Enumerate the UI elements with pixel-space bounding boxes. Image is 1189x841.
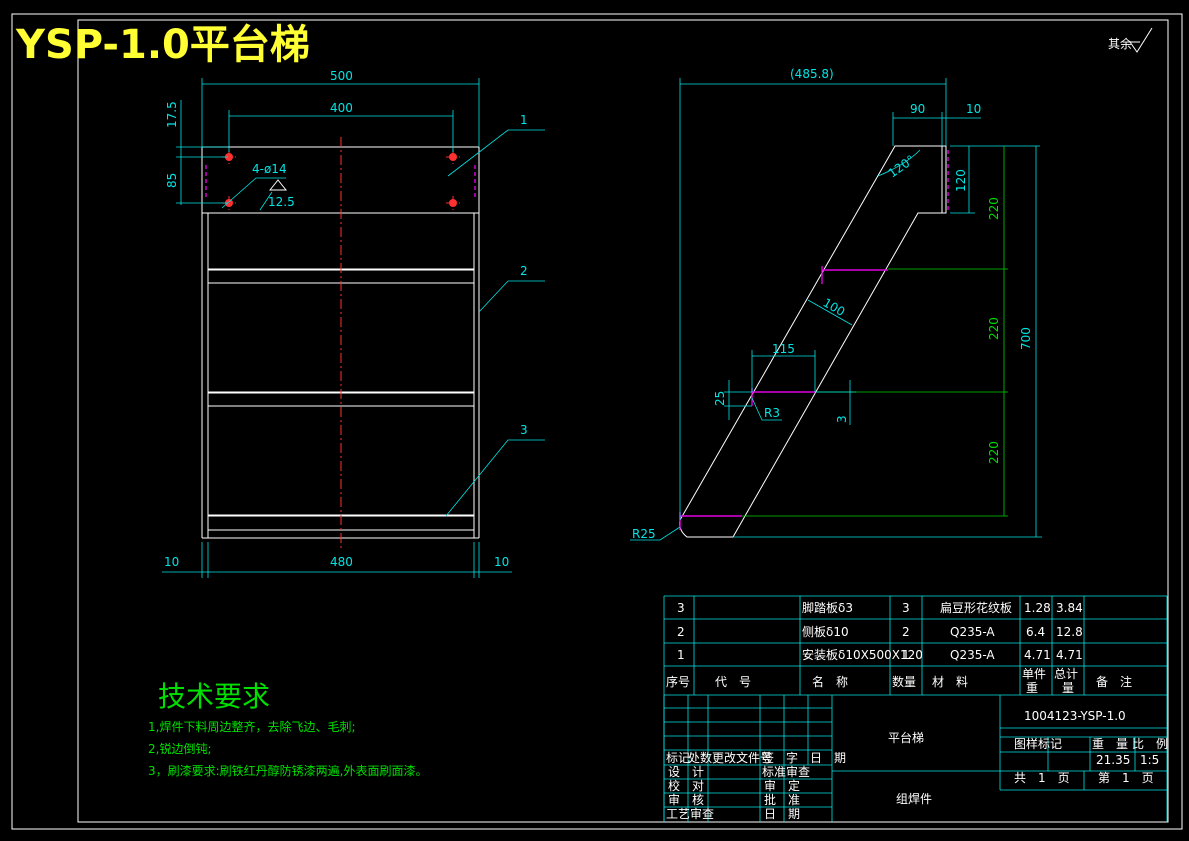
svg-text:设 计: 设 计 — [668, 765, 704, 779]
svg-text:日 期: 日 期 — [810, 751, 846, 765]
dim-90: 90 — [910, 102, 925, 116]
roughness-icon — [1129, 27, 1153, 53]
dim-220-a: 220 — [987, 197, 1001, 220]
bom-no: 1 — [677, 648, 685, 662]
bom-head-note: 备 注 — [1096, 674, 1132, 689]
bolt-hole — [446, 150, 460, 164]
svg-text:共 1 页: 共 1 页 — [1014, 771, 1070, 785]
svg-text:比 例: 比 例 — [1132, 737, 1168, 751]
svg-text:更改文件号: 更改文件号 — [712, 750, 772, 765]
svg-text:工艺审查: 工艺审查 — [666, 806, 714, 821]
bom-no: 2 — [677, 625, 685, 639]
svg-text:校 对: 校 对 — [668, 778, 704, 793]
svg-text:审 定: 审 定 — [764, 778, 800, 793]
bom-name: 安装板δ10X500X120 — [802, 647, 923, 662]
bom-qty: 3 — [902, 601, 910, 615]
front-view: 500 400 17.5 85 4-ø14 12.5 480 10 10 1 2… — [162, 69, 545, 578]
sub-title: 组焊件 — [896, 791, 932, 806]
svg-text:标准审查: 标准审查 — [762, 764, 810, 779]
dim-r3: R3 — [764, 406, 780, 420]
bom-mat: 扁豆形花纹板 — [940, 600, 1012, 615]
drawing-number: 1004123-YSP-1.0 — [1024, 709, 1126, 723]
svg-text:图样标记: 图样标记 — [1014, 736, 1062, 751]
bom-table: 3 脚踏板δ3 3 扁豆形花纹板 1.28 3.84 2 侧板δ10 2 Q23… — [663, 595, 1168, 822]
roughness-note: 其余 — [1108, 36, 1132, 51]
svg-text:审 核: 审 核 — [668, 792, 704, 807]
svg-text:第 1 页: 第 1 页 — [1098, 771, 1154, 785]
tech-line-3: 3，刷漆要求:刷铁红丹醇防锈漆两遍,外表面刷面漆。 — [148, 763, 428, 778]
bom-head-code: 代 号 — [715, 675, 751, 689]
dim-12-5: 12.5 — [268, 195, 295, 209]
inner-frame — [77, 19, 1169, 823]
outer-frame — [11, 13, 1183, 830]
dim-480: 480 — [330, 555, 353, 569]
bom-total: 3.84 — [1056, 601, 1083, 615]
bom-unit: 1.28 — [1024, 601, 1051, 615]
bom-head-mat: 材 料 — [932, 675, 968, 689]
bom-qty: 2 — [902, 625, 910, 639]
bom-mat: Q235-A — [950, 648, 995, 662]
bom-name: 脚踏板δ3 — [802, 600, 853, 615]
svg-text:量: 量 — [1062, 681, 1074, 695]
bom-no: 3 — [677, 601, 685, 615]
scale-value: 1:5 — [1140, 753, 1159, 767]
balloon-3: 3 — [520, 423, 528, 437]
bom-mat: Q235-A — [950, 625, 995, 639]
bom-head-total: 总计 — [1054, 667, 1078, 681]
weight-value: 21.35 — [1096, 753, 1130, 767]
svg-text:批 准: 批 准 — [764, 792, 800, 807]
tech-line-2: 2,锐边倒钝; — [148, 742, 212, 756]
dim-700: 700 — [1019, 327, 1033, 350]
drawing-title: YSP-1.0平台梯 — [15, 22, 310, 68]
svg-text:重 量: 重 量 — [1092, 737, 1128, 751]
bom-unit: 6.4 — [1026, 625, 1045, 639]
balloon-2: 2 — [520, 264, 528, 278]
svg-text:重: 重 — [1026, 681, 1038, 695]
svg-text:处数: 处数 — [688, 750, 712, 765]
tech-line-1: 1,焊件下料周边整齐，去除飞边、毛刺; — [148, 719, 356, 734]
dim-width-500: 500 — [330, 69, 353, 83]
dim-10: 10 — [966, 102, 981, 116]
dim-3: 3 — [835, 415, 849, 423]
side-view: (485.8) 90 10 120° 120 220 220 220 700 1… — [630, 67, 1042, 541]
svg-text:日 期: 日 期 — [764, 807, 800, 821]
dim-17-5: 17.5 — [165, 101, 179, 128]
dim-right-10: 10 — [494, 555, 509, 569]
svg-text:标记: 标记 — [666, 751, 690, 765]
bom-head-name: 名 称 — [812, 674, 848, 689]
svg-text:签 字: 签 字 — [762, 750, 798, 765]
bom-head-unit: 单件 — [1022, 667, 1046, 681]
bom-unit: 4.71 — [1024, 648, 1051, 662]
dim-115: 115 — [772, 342, 795, 356]
dim-r25: R25 — [632, 527, 656, 541]
dim-220-c: 220 — [987, 441, 1001, 464]
bom-total: 12.8 — [1056, 625, 1083, 639]
dim-hole-spacing-400: 400 — [330, 101, 353, 115]
dim-left-10: 10 — [164, 555, 179, 569]
bom-name: 侧板δ10 — [802, 625, 849, 639]
dim-220-b: 220 — [987, 317, 1001, 340]
bom-qty: 1 — [902, 648, 910, 662]
dim-25: 25 — [713, 391, 727, 406]
part-name: 平台梯 — [888, 730, 924, 745]
bom-head-qty: 数量 — [892, 674, 916, 689]
dim-120: 120 — [954, 169, 968, 192]
title-block: 标记 处数 更改文件号 签 字 日 期 设 计 校 对 审 核 工艺审查 标准审… — [663, 695, 1168, 822]
balloon-1: 1 — [520, 113, 528, 127]
bom-head-no: 序号 — [666, 674, 690, 689]
dim-85: 85 — [165, 173, 179, 188]
dim-100: 100 — [821, 295, 848, 319]
bom-total: 4.71 — [1056, 648, 1083, 662]
bolt-hole — [446, 196, 460, 210]
tech-heading: 技术要求 — [158, 680, 270, 713]
dim-485-8: (485.8) — [790, 67, 834, 81]
hole-callout: 4-ø14 — [252, 162, 287, 176]
